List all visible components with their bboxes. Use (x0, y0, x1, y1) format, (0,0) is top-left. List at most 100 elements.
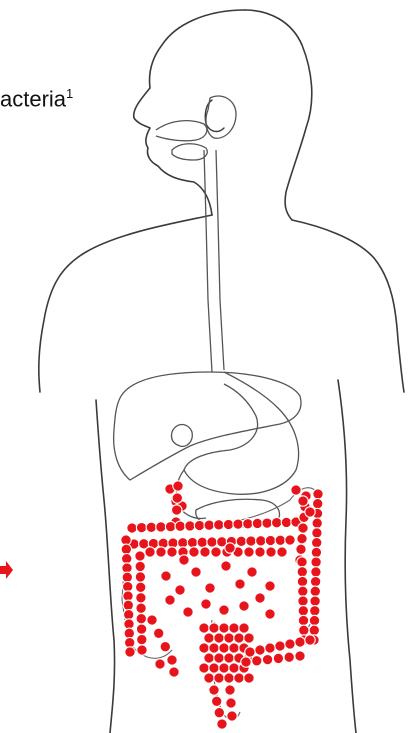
esophagus-outline (204, 150, 212, 372)
bacteria-dot (305, 507, 315, 517)
bacteria-dot (298, 523, 308, 533)
bacteria-layer (121, 481, 323, 729)
bacteria-dot (156, 522, 166, 532)
bacteria-dot (246, 536, 256, 546)
bacteria-dot (156, 547, 166, 557)
bacteria-dot (295, 651, 305, 661)
bacteria-dot (204, 633, 214, 643)
bacteria-dot (191, 567, 201, 577)
bacteria-dot (204, 653, 214, 663)
bacteria-dot (147, 615, 157, 625)
bacteria-dot (136, 582, 146, 592)
bacteria-dot (265, 535, 275, 545)
bacteria-dot (297, 557, 307, 567)
bacteria-dot (219, 663, 229, 673)
bacteria-dot (135, 572, 145, 582)
bacteria-dot (209, 663, 219, 673)
bacteria-dot (197, 537, 207, 547)
bacteria-dot (297, 576, 307, 586)
bacteria-dot (236, 536, 246, 546)
bacteria-dot (172, 505, 182, 515)
bacteria-dot (281, 517, 291, 527)
bacteria-dot (199, 643, 209, 653)
tongue-outline (172, 144, 207, 160)
bacteria-dot (173, 481, 183, 491)
bacteria-dot (160, 642, 170, 652)
bacteria-dot (266, 547, 276, 557)
bacteria-dot (165, 595, 175, 605)
bacteria-dot (212, 696, 222, 706)
bacteria-dot (310, 576, 320, 586)
bacteria-dot (217, 719, 227, 729)
bacteria-dot (297, 567, 307, 577)
bacteria-dot (194, 520, 204, 530)
bacteria-dot (229, 663, 239, 673)
stomach-outline (184, 372, 299, 494)
bacteria-dot (239, 601, 249, 611)
bacteria-dot (310, 596, 320, 606)
bacteria-dot (155, 659, 165, 669)
bacteria-dot (244, 673, 254, 683)
bacteria-dot (297, 534, 307, 544)
bacteria-dot (205, 583, 215, 593)
bacteria-dot (224, 653, 234, 663)
bacteria-dot (199, 623, 209, 633)
bacteria-dot (201, 599, 211, 609)
bacteria-dot (229, 643, 239, 653)
bacteria-dot (135, 561, 145, 571)
bacteria-dot (313, 489, 323, 499)
bacteria-dot (235, 579, 245, 589)
bacteria-dot (214, 673, 224, 683)
bacteria-dot (296, 544, 306, 554)
bacteria-dot (298, 586, 308, 596)
bacteria-dot (275, 641, 285, 651)
liver-outline (114, 372, 301, 480)
bacteria-dot (200, 547, 210, 557)
bacteria-dot (305, 635, 315, 645)
bacteria-dot (136, 603, 146, 613)
bacteria-dot (204, 520, 214, 530)
bacteria-dot (312, 518, 322, 528)
bacteria-dot (309, 625, 319, 635)
bacteria-dot (247, 567, 257, 577)
bacteria-dot (199, 663, 209, 673)
bacteria-dot (189, 547, 199, 557)
bacteria-dot (255, 645, 265, 655)
bacteria-dot (214, 653, 224, 663)
bacteria-dot (167, 655, 177, 665)
bacteria-dot (179, 555, 189, 565)
bacteria-dot (295, 637, 305, 647)
bacteria-dot (265, 609, 275, 619)
bacteria-dot (284, 652, 294, 662)
bacteria-dot (223, 519, 233, 529)
bacteria-dot (219, 643, 229, 653)
bacteria-dot (255, 593, 265, 603)
bacteria-dot (211, 547, 221, 557)
bacteria-dot (219, 623, 229, 633)
bacteria-dot (124, 628, 134, 638)
bacteria-dot (169, 667, 179, 677)
bacteria-dot (136, 593, 146, 603)
bacteria-dot (298, 615, 308, 625)
bacteria-dot (183, 607, 193, 617)
bacteria-dot (175, 585, 185, 595)
bacteria-dot (214, 633, 224, 643)
bacteria-dot (291, 485, 301, 495)
bacteria-dot (146, 522, 156, 532)
bacteria-dot (219, 605, 229, 615)
bacteria-dot (245, 647, 255, 657)
bacteria-dot (311, 567, 321, 577)
bacteria-dot (312, 528, 322, 538)
bacteria-dot (234, 673, 244, 683)
bacteria-dot (262, 518, 272, 528)
bacteria-dot (225, 685, 235, 695)
bacteria-dot (241, 657, 251, 667)
gallbladder-outline (171, 425, 192, 447)
bacteria-dot (214, 520, 224, 530)
bacteria-dot (137, 634, 147, 644)
bacteria-dot (273, 653, 283, 663)
bacteria-dot (224, 673, 234, 683)
bacteria-dot (285, 639, 295, 649)
